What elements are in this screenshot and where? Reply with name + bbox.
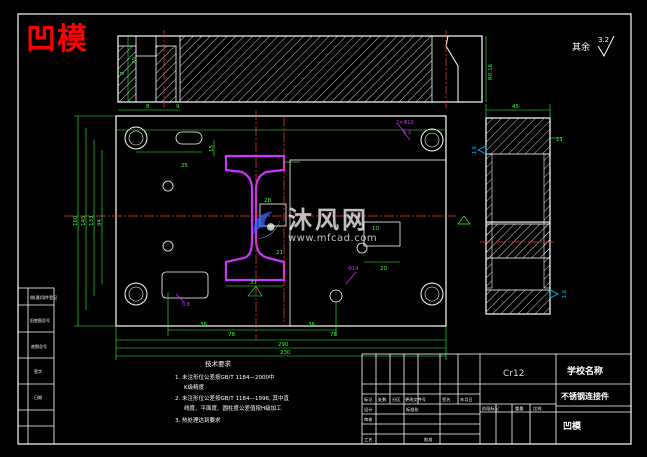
tb-cell: 工艺 [364, 437, 372, 442]
watermark-site-name: 沐风网 [288, 205, 369, 234]
tb-cell: 更改文件号 [405, 396, 426, 403]
dim-text: 15 [209, 145, 215, 152]
tb-cell: 阶段标记 [482, 405, 500, 412]
dim-text: 29 [132, 57, 138, 64]
outer-frame [17, 13, 632, 445]
surface-note: 其余 [572, 41, 590, 53]
dim-text: 160 [73, 215, 79, 226]
side-view [477, 104, 562, 315]
tb-cell: 标记 [364, 396, 373, 403]
dim-text: 28 [264, 198, 271, 204]
dim-text: 8 [146, 104, 150, 110]
side-column [17, 287, 55, 445]
side-label: 签字 [34, 368, 42, 374]
material-label: Cr12 [503, 369, 524, 379]
dim-text: 20 [380, 266, 387, 272]
watermark: 沐风网 www.mfcad.com [248, 206, 377, 244]
dim-text: 78 [330, 332, 337, 338]
dim-text: 6.3 [403, 130, 411, 136]
tech-req-item: 2. 未注形位公差按GB/T 1184—1996, 其中直 [175, 394, 289, 402]
watermark-url: www.mfcad.com [288, 232, 378, 244]
tb-cell: 标准化 [406, 406, 419, 413]
side-label: 借(通)用件登记 [30, 294, 57, 300]
tech-req-item: 3. 热处理达到要求 [175, 416, 221, 424]
dim-text: 11 [556, 137, 563, 143]
dim-text: 1.6 [562, 290, 568, 298]
tb-cell: 分区 [392, 396, 400, 403]
watermark-logo-icon [253, 211, 281, 239]
top-view [117, 30, 487, 111]
tb-cell: 比例 [533, 405, 541, 412]
side-label: 旧底图总号 [30, 317, 50, 323]
dim-text: 133 [89, 215, 95, 226]
tech-req-heading: 技术要求 [205, 359, 232, 368]
tb-cell: 批准 [424, 436, 432, 443]
dim-text: 9 [176, 104, 180, 110]
roughness-symbol [597, 35, 615, 58]
dim-text: Φ14 [348, 266, 358, 272]
dim-text: 145 [81, 215, 87, 226]
roughness-value: 3.2 [598, 36, 609, 44]
dim-text: 25 [181, 163, 188, 169]
tech-req-item: 线度、平面度、圆柱度公差值按H级加工 [184, 404, 282, 412]
part-name: 不锈钢连接件 [561, 391, 609, 401]
dim-text: 94 [97, 219, 103, 226]
dim-text: 0.8 [182, 302, 190, 308]
dim-text: 36 [308, 322, 315, 328]
tb-cell: 重量 [515, 405, 523, 412]
dim-text: 230 [280, 350, 291, 356]
title-block-lines [361, 353, 632, 445]
tb-cell: 年月日 [460, 396, 473, 403]
tb-cell: 处数 [378, 396, 387, 403]
side-label: 底图总号 [31, 343, 47, 349]
side-label: 日期 [34, 394, 42, 400]
tech-req-item: K级精度 [184, 383, 205, 391]
dim-text: R6.16 [488, 63, 494, 80]
dim-text: 21 [276, 250, 283, 256]
dim-text: 10 [372, 226, 379, 232]
dim-text: 36 [200, 322, 207, 328]
tech-req-item: 1. 未注形位公差按GB/T 1184—2000中 [175, 373, 275, 381]
dim-text: 1.6 [472, 146, 478, 154]
dim-text: 8 [120, 71, 126, 75]
drawing-name: 凹模 [563, 420, 582, 432]
dim-text: 45 [512, 104, 519, 110]
tb-cell: 审核 [364, 416, 373, 423]
dim-text: 290 [278, 342, 289, 348]
dim-text: 78 [228, 332, 235, 338]
dim-text: 37 [250, 280, 257, 286]
school-name: 学校名称 [567, 365, 603, 377]
drawing-title: 凹模 [26, 22, 88, 57]
tb-cell: 签名 [442, 396, 450, 403]
tb-cell: 设计 [364, 406, 372, 413]
dim-text: 2×Φ10 [396, 120, 414, 126]
